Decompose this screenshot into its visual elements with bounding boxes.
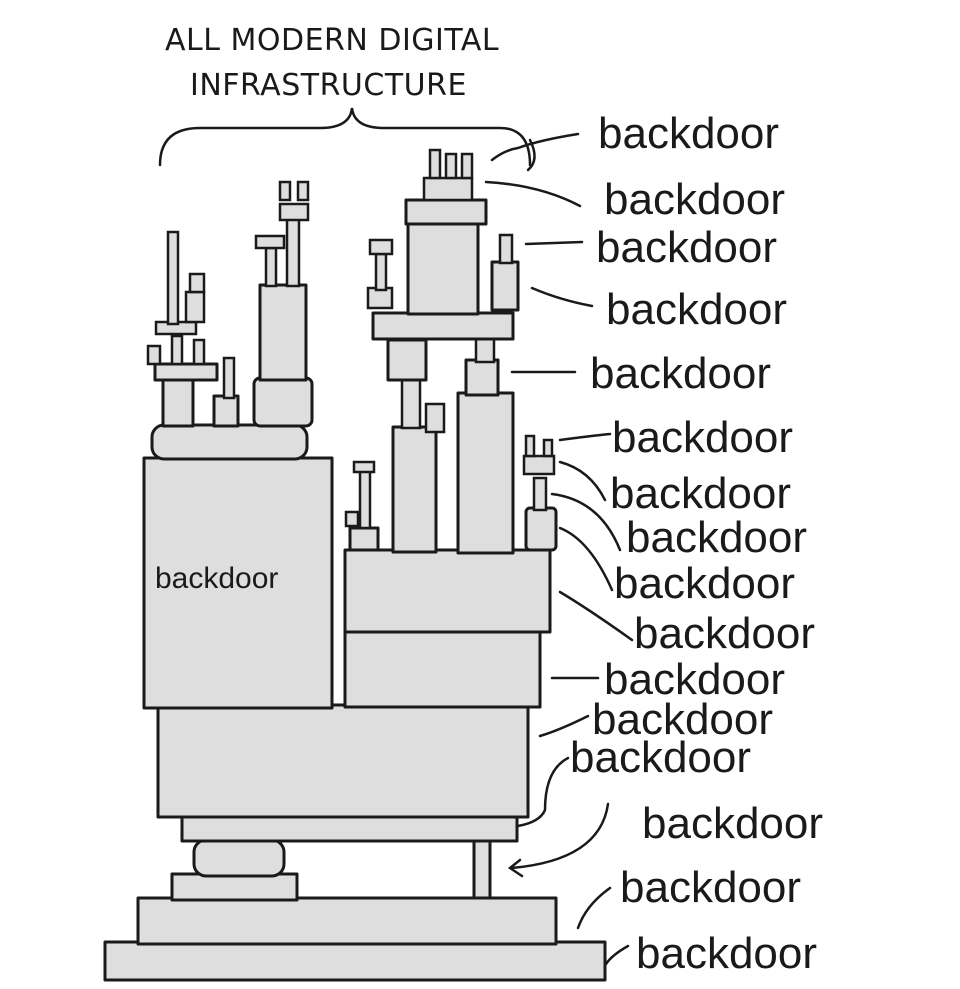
backdoor-label-7: backdoor <box>610 469 791 518</box>
left-antenna <box>166 230 180 326</box>
pointer-14 <box>510 802 610 870</box>
left-mini-block <box>212 394 240 428</box>
big-left-block <box>142 456 334 710</box>
thin-support-pillar <box>472 838 492 900</box>
backdoor-label-10: backdoor <box>634 609 815 658</box>
left-nub-1 <box>146 344 162 366</box>
left-tower-body <box>258 283 308 382</box>
base-slab-3 <box>170 872 299 902</box>
backdoor-label-14: backdoor <box>642 799 823 848</box>
big-block-label: backdoor <box>155 562 278 595</box>
base-slab-bottom <box>103 940 607 982</box>
center-connector <box>474 336 496 364</box>
pointer-10 <box>558 590 634 642</box>
left-tower-leg-1 <box>264 246 278 288</box>
left-nub-2 <box>170 334 184 366</box>
pointer-7 <box>558 460 607 502</box>
right-upper-block <box>343 548 552 634</box>
right-small-cap <box>352 460 376 474</box>
center-pin-2 <box>444 152 458 180</box>
edge-stick <box>532 476 548 512</box>
backdoor-label-11: backdoor <box>604 655 785 704</box>
left-post-top <box>188 272 206 294</box>
backdoor-label-12: backdoor <box>592 695 773 744</box>
center-shelf <box>371 311 515 341</box>
pointer-3 <box>524 240 584 246</box>
center-stem <box>400 376 422 430</box>
center-nub <box>424 402 446 434</box>
center-pin-3 <box>460 152 474 180</box>
backdoor-label-4: backdoor <box>606 285 787 334</box>
left-ledge <box>153 362 219 382</box>
left-tower-leg-2 <box>285 216 301 288</box>
backdoor-label-1: backdoor <box>598 109 779 158</box>
backdoor-label-9: backdoor <box>614 559 795 608</box>
center-top-cap <box>422 176 474 202</box>
center-tall-block-2 <box>456 391 515 555</box>
center-box <box>386 338 428 382</box>
center-top-shelf <box>404 198 488 226</box>
pointer-15 <box>576 886 612 930</box>
title-line-1: ALL MODERN DIGITAL <box>165 23 499 58</box>
pointer-2 <box>484 180 582 208</box>
pointer-14-arrowhead <box>507 858 524 878</box>
left-tower-cap <box>254 234 286 250</box>
left-tower-base <box>252 376 314 428</box>
pointer-4 <box>530 286 594 308</box>
backdoor-label-3: backdoor <box>596 223 777 272</box>
right-small-nub <box>344 510 360 528</box>
base-pillow <box>192 838 286 878</box>
left-post <box>184 290 206 324</box>
left-tower-tip-1 <box>278 180 292 202</box>
curly-brace <box>158 107 532 167</box>
pointer-13 <box>516 756 570 828</box>
pointer-6 <box>558 432 612 442</box>
backdoor-label-13: backdoor <box>570 733 751 782</box>
right-small-stick <box>358 468 372 530</box>
base-slab-2 <box>136 896 558 946</box>
center-left-stick <box>374 252 388 292</box>
pointer-8 <box>550 492 622 552</box>
pointer-9 <box>558 526 614 592</box>
center-pin-1 <box>428 148 442 180</box>
edge-block <box>524 506 558 552</box>
pointer-12 <box>538 714 590 738</box>
left-tower-top <box>278 202 310 222</box>
pointer-16 <box>604 944 630 966</box>
backdoor-label-15: backdoor <box>620 863 801 912</box>
base-slab-4 <box>180 813 519 843</box>
center-right-stick <box>498 233 514 265</box>
right-lower-block <box>343 628 542 709</box>
pointer-1b <box>526 138 536 172</box>
left-nub-3 <box>192 338 206 366</box>
edge-pin-1 <box>524 434 536 458</box>
backdoor-label-6: backdoor <box>612 413 793 462</box>
center-top-block <box>406 220 480 316</box>
backdoor-label-16: backdoor <box>636 929 817 978</box>
edge-cap <box>522 454 556 476</box>
middle-slab <box>156 703 530 819</box>
title-line-2: INFRASTRUCTURE <box>190 68 467 103</box>
center-mini-box <box>464 358 500 397</box>
center-left-cap <box>368 238 394 256</box>
backdoor-label-2: backdoor <box>604 175 785 224</box>
edge-pin-2 <box>542 438 554 458</box>
center-right-block <box>490 260 520 312</box>
center-tall-block-1 <box>391 425 438 554</box>
right-small-box <box>348 526 380 552</box>
left-cushion <box>150 423 309 461</box>
pointer-1 <box>490 132 580 162</box>
backdoor-label-8: backdoor <box>626 513 807 562</box>
left-tower-tip-2 <box>296 180 310 202</box>
left-small-block <box>161 376 195 428</box>
left-mini-stick <box>222 356 236 400</box>
backdoor-label-5: backdoor <box>590 349 771 398</box>
